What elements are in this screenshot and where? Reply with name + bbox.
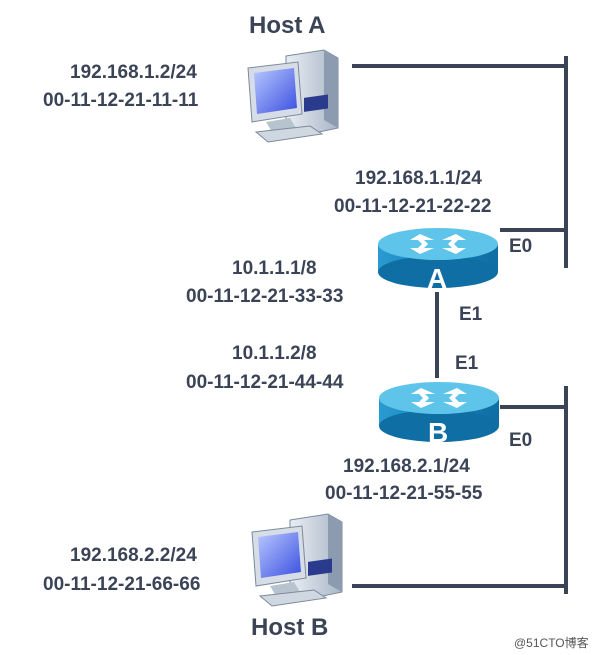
host-a-title: Host A xyxy=(249,12,326,39)
router-b-e0-ip: 192.168.2.1/24 xyxy=(343,456,470,477)
host-b-title: Host B xyxy=(251,614,329,641)
router-a-e1-mac: 00-11-12-21-33-33 xyxy=(186,286,344,307)
router-a-e0-mac: 00-11-12-21-22-22 xyxy=(334,196,492,217)
router-a-e1-label: E1 xyxy=(459,304,483,325)
router-b-e0-mac: 00-11-12-21-55-55 xyxy=(325,483,483,504)
lan-b-segment xyxy=(352,386,568,594)
host-b-pc-icon xyxy=(251,513,343,607)
host-a-pc-icon xyxy=(247,49,339,143)
host-b-mac: 00-11-12-21-66-66 xyxy=(43,574,201,595)
router-b-e1-ip: 10.1.1.2/8 xyxy=(232,343,317,364)
host-a-ip: 192.168.1.2/24 xyxy=(70,62,197,83)
host-b-ip: 192.168.2.2/24 xyxy=(70,545,197,566)
router-b-label: B xyxy=(428,417,449,448)
router-a-e0-label: E0 xyxy=(509,236,533,257)
router-a-e1-ip: 10.1.1.1/8 xyxy=(232,258,317,279)
router-a-e0-ip: 192.168.1.1/24 xyxy=(355,168,482,189)
router-b-e1-label: E1 xyxy=(455,353,479,374)
router-a-label: A xyxy=(427,263,448,294)
lan-a-segment xyxy=(352,56,568,268)
router-b-e1-mac: 00-11-12-21-44-44 xyxy=(186,372,344,393)
router-b-e0-label: E0 xyxy=(509,430,533,451)
host-a-mac: 00-11-12-21-11-11 xyxy=(43,90,199,111)
watermark: @51CTO博客 xyxy=(514,636,589,650)
